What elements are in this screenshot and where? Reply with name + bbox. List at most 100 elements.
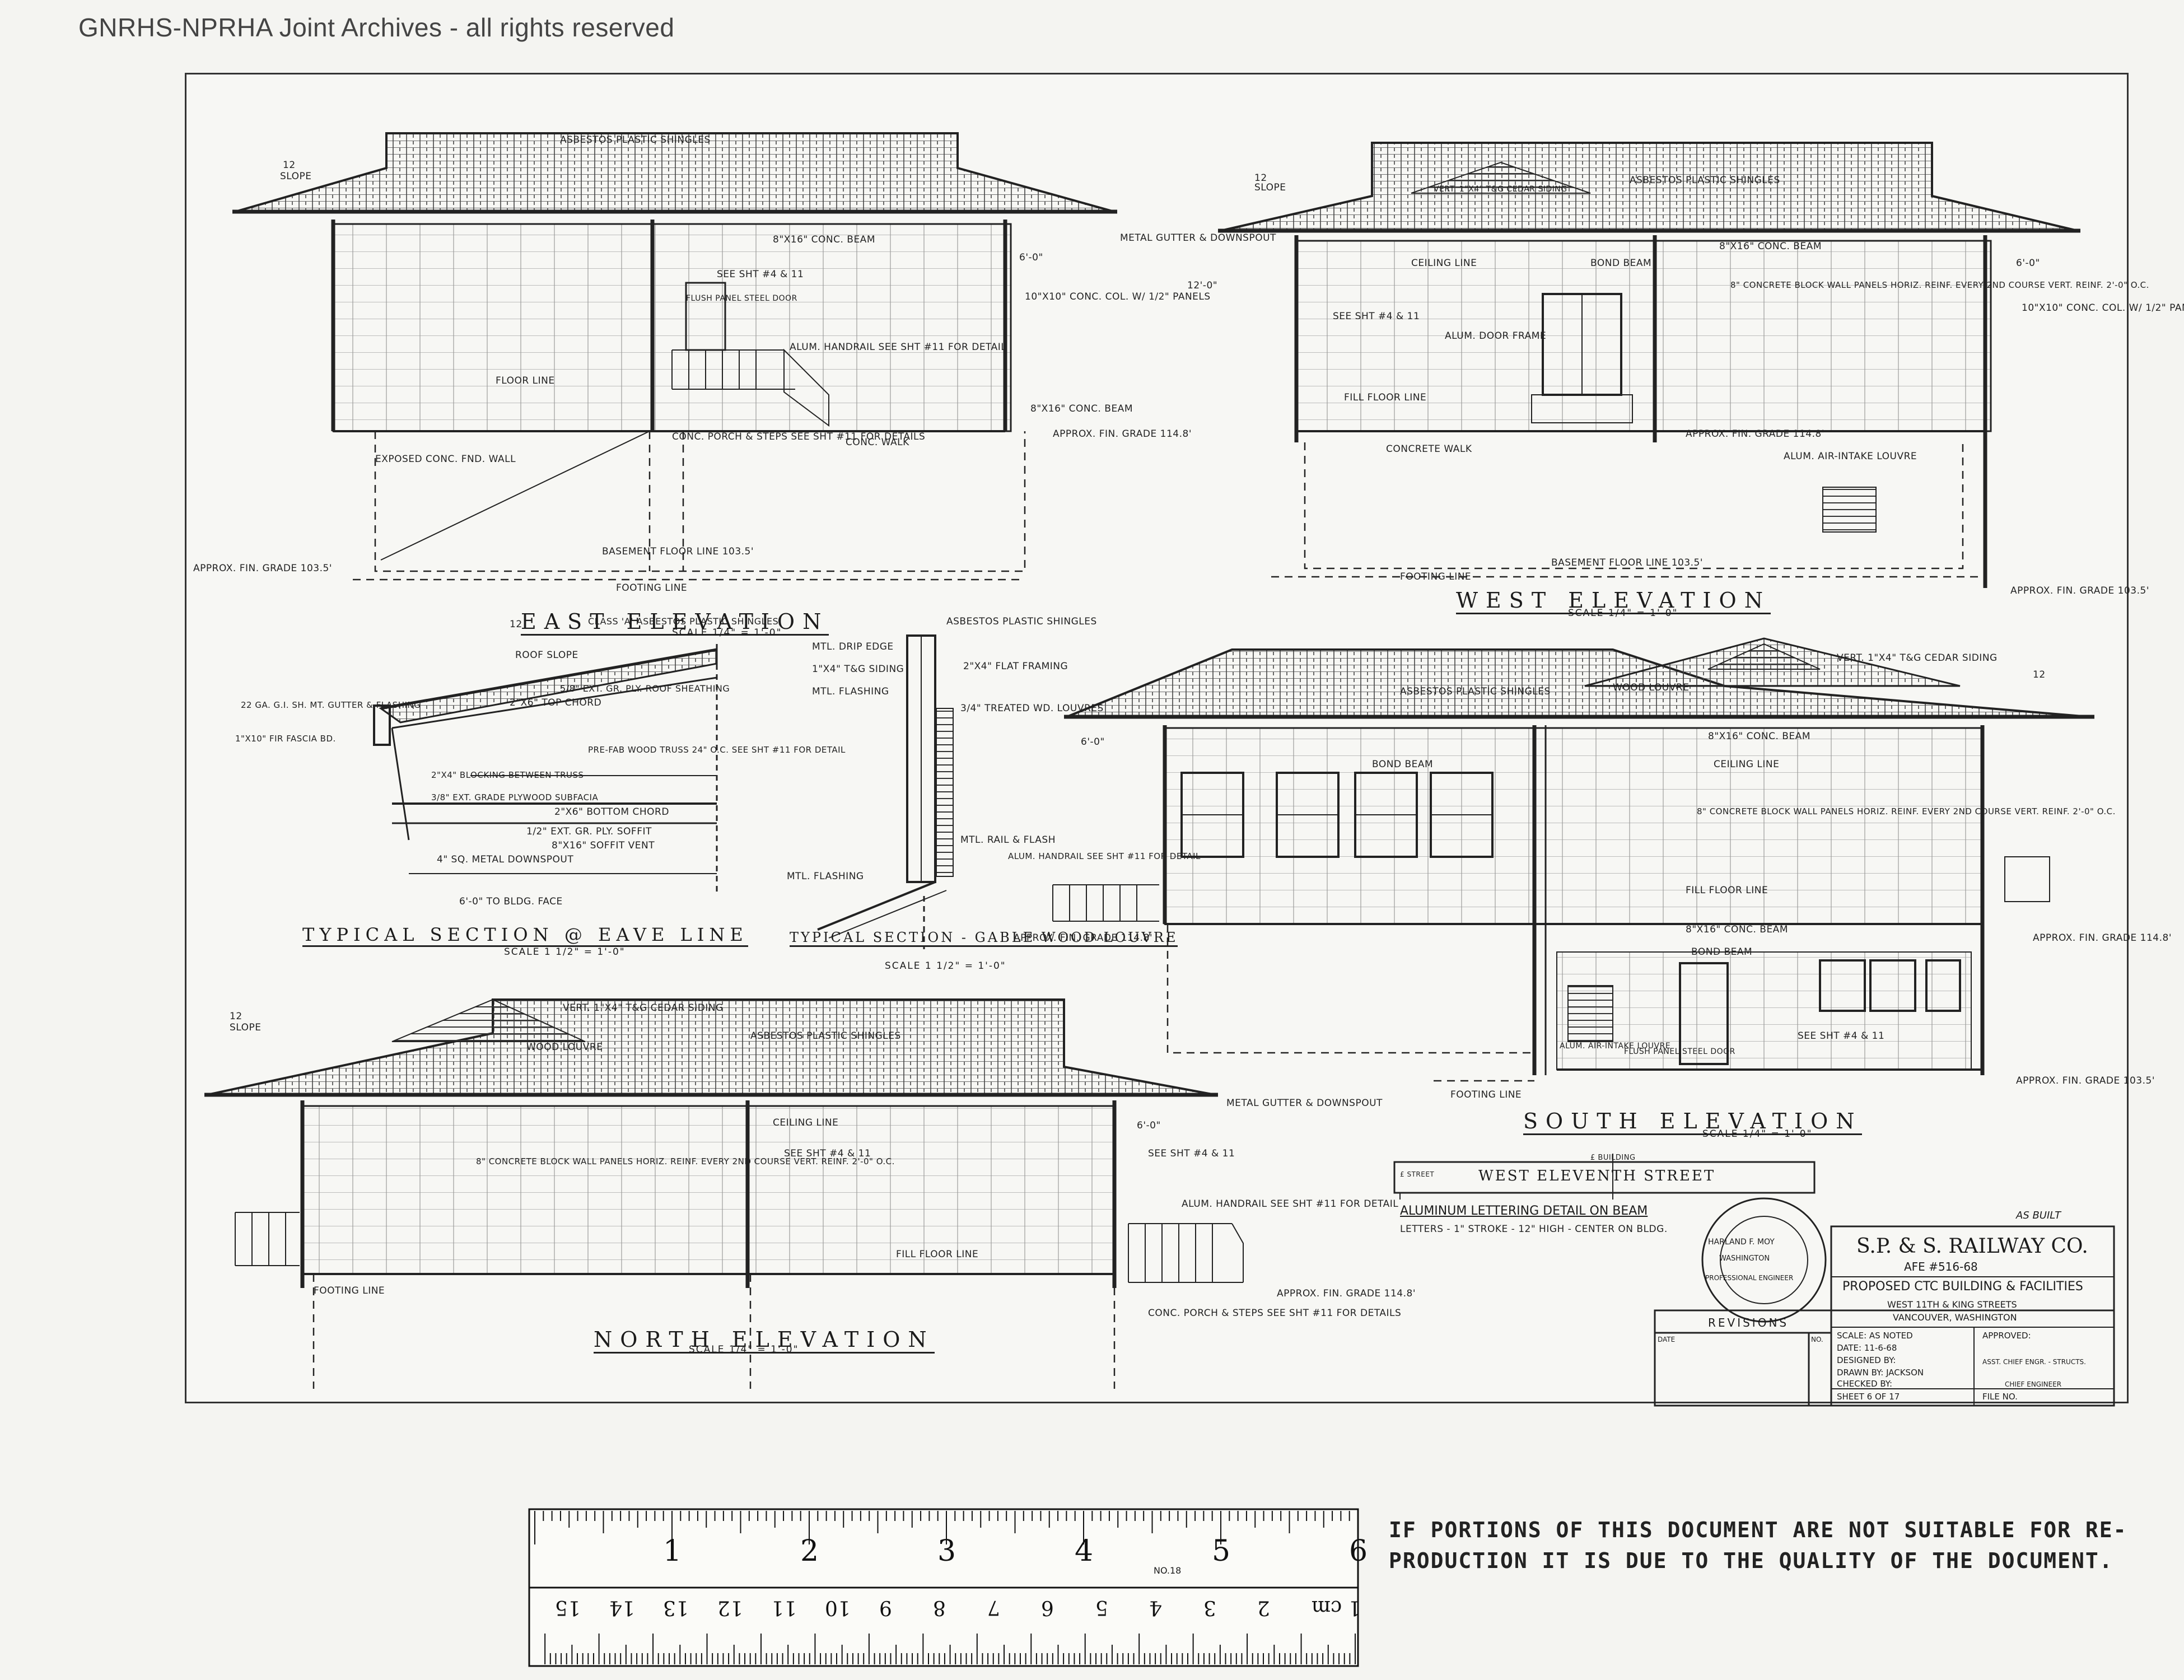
gable-siding: 1"x4" T&G siding xyxy=(812,664,904,675)
ruler-inch-label: 1 xyxy=(663,1534,682,1568)
eave-bottom-chord: 2"x6" bottom chord xyxy=(554,806,669,818)
east-elevation-drawing xyxy=(232,132,1117,581)
north-block: 8" concrete block wall panels horiz. rei… xyxy=(476,1156,895,1166)
north-shingles: Asbestos plastic shingles xyxy=(750,1030,901,1042)
north-see-sht2: See sht #4 & 11 xyxy=(784,1148,871,1159)
east-walk-note: Conc. walk xyxy=(846,437,909,448)
south-floor: Fill floor line xyxy=(1686,885,1768,896)
ruler-cm-label: 1 cm xyxy=(1311,1596,1361,1619)
eave-gutter: 22 ga. G.I. sh. mt. gutter & flashing xyxy=(241,700,421,710)
eave-truss: Pre-fab wood truss 24" O.C. see sht #11 … xyxy=(588,745,846,755)
east-slope: Slope xyxy=(280,171,312,182)
eave-sheathing: 5/8" ext. gr. ply. roof sheathing xyxy=(560,683,730,694)
east-beam-note: 8"x16" conc. beam xyxy=(773,234,875,245)
south-bond2: Bond beam xyxy=(1691,946,1753,958)
lettering-note: Letters - 1" stroke - 12" high - center … xyxy=(1400,1224,1668,1235)
title-block-frame xyxy=(1654,1197,2115,1407)
south-louvre: Wood louvre xyxy=(1613,682,1690,693)
tb-scale: Scale: As noted xyxy=(1837,1331,1913,1341)
ruler-cm-label: 11 xyxy=(771,1596,797,1619)
west-elevation-title: West Elevation xyxy=(1456,588,1771,614)
south-slope-num: 12 xyxy=(2033,669,2046,680)
south-elevation-drawing xyxy=(1052,637,2094,1082)
west-col-note: 10"x10" conc. col. w/ 1/2" panels xyxy=(2022,302,2184,314)
south-siding: Vert. 1"x4" T&G cedar siding xyxy=(1837,652,1998,664)
east-gutter-note: Metal gutter & downspout xyxy=(1120,232,1276,244)
south-ceiling: Ceiling line xyxy=(1714,759,1780,770)
south-footing: Footing line xyxy=(1450,1089,1522,1100)
west-grade-note: Approx. fin. grade 114.8' xyxy=(1686,428,1825,440)
east-floor-line: Floor line xyxy=(496,375,555,386)
eave-section-drawing xyxy=(373,644,718,896)
west-shingles-note: Asbestos plastic shingles xyxy=(1630,175,1780,186)
seal-type: Professional Engineer xyxy=(1705,1274,1794,1282)
east-grade-note: Approx. fin. grade 114.8' xyxy=(1053,428,1192,440)
west-door-note: Alum. door frame xyxy=(1445,330,1547,342)
street-label-lines xyxy=(1393,1154,1816,1200)
south-elevation-scale: Scale 1/4" = 1'-0" xyxy=(1702,1128,1813,1140)
tb-file: File No. xyxy=(1982,1392,2018,1402)
reproduction-notice-line2: PRODUCTION IT IS DUE TO THE QUALITY OF T… xyxy=(1389,1548,2113,1573)
west-louvre-note: Vert. 1"x4" T&G cedar siding xyxy=(1434,185,1567,194)
gable-section-title: Typical Section - Gable Wood Louvre xyxy=(790,930,1178,947)
east-basement-note: Basement floor line 103.5' xyxy=(602,546,754,557)
ruler-cm-label: 4 xyxy=(1149,1596,1163,1619)
west-ht12: 12'-0" xyxy=(1187,280,1218,291)
south-grade-r: Approx. fin. grade 114.8' xyxy=(2033,932,2172,944)
gable-framing: 2"x4" flat framing xyxy=(963,661,1068,672)
eave-to-bldg: 6'-0" to bldg. face xyxy=(459,896,563,907)
gable-rail: Mtl. rail & flash xyxy=(960,834,1056,846)
ruler-cm-label: 9 xyxy=(879,1596,892,1619)
west-see-sht: See sht #4 & 11 xyxy=(1333,311,1420,322)
west-bond-beam: Bond beam xyxy=(1590,258,1652,269)
ruler-inch-label: 6 xyxy=(1349,1534,1368,1568)
east-elevation-title: East Elevation xyxy=(521,609,829,636)
south-beam2: 8"x16" conc. beam xyxy=(1686,924,1788,935)
eave-top-chord: 2"x6" top chord xyxy=(510,697,602,708)
ruler-cm-label: 15 xyxy=(555,1596,581,1619)
ruler-cm-label: 13 xyxy=(663,1596,689,1619)
south-shingles: Asbestos plastic shingles xyxy=(1400,686,1551,697)
north-ceiling: Ceiling line xyxy=(773,1117,839,1128)
east-slope-num: 12 xyxy=(283,160,296,171)
tb-approved: Approved: xyxy=(1982,1331,2031,1341)
lettering-title: Aluminum Lettering Detail on Beam xyxy=(1400,1204,1648,1218)
ruler-inch-label: 5 xyxy=(1212,1534,1231,1568)
north-porch: Conc. porch & steps see sht #11 for deta… xyxy=(1148,1308,1402,1319)
east-elevation-scale: Scale 1/4" = 1'-0" xyxy=(672,627,782,638)
east-footing-note: Footing line xyxy=(616,582,688,594)
west-beam-note: 8"x16" conc. beam xyxy=(1719,241,1822,252)
west-fill-floor: Fill floor line xyxy=(1344,392,1427,403)
seal-name: Harland F. Moy xyxy=(1708,1238,1775,1247)
tb-sheet: Sheet 6 of 17 xyxy=(1837,1392,1900,1402)
south-ht: 6'-0" xyxy=(1081,736,1105,748)
east-see-sht: See sht #4 & 11 xyxy=(717,269,804,280)
seal-state: Washington xyxy=(1719,1254,1770,1263)
west-grade-low: Approx. fin. grade 103.5' xyxy=(2010,585,2150,596)
ruler-cm-label: 5 xyxy=(1095,1596,1108,1619)
west-ht: 6'-0" xyxy=(2016,258,2040,269)
ruler-cm-label: 2 xyxy=(1257,1596,1270,1619)
ruler-inch-label: 3 xyxy=(937,1534,956,1568)
south-beam: 8"x16" conc. beam xyxy=(1708,731,1810,742)
west-elevation-drawing xyxy=(1218,142,2080,588)
gable-section-drawing xyxy=(817,634,954,949)
gable-louvres: 3/4" treated wd. louvres xyxy=(960,703,1104,714)
ruler-inch-label: 2 xyxy=(800,1534,819,1568)
ruler-cm-label: 6 xyxy=(1041,1596,1054,1619)
south-handrail: Alum. handrail see sht #11 for detail xyxy=(1008,851,1201,861)
project-location: West 11th & King Streets xyxy=(1887,1299,2017,1310)
east-fnd-note: Exposed conc. fnd. wall xyxy=(375,454,516,465)
west-basement-note: Basement floor line 103.5' xyxy=(1551,557,1704,568)
north-siding: Vert. 1"x4" T&G cedar siding xyxy=(563,1002,724,1014)
north-elevation-scale: Scale 1/4" = 1'-0" xyxy=(689,1344,799,1355)
south-door: Flush panel steel door xyxy=(1624,1047,1735,1056)
tb-checked: Checked by: xyxy=(1837,1379,1893,1389)
east-shingles-note: Asbestos plastic shingles xyxy=(560,134,711,146)
revisions-no-col: No. xyxy=(1811,1336,1823,1343)
east-ht: 6'-0" xyxy=(1019,252,1043,263)
north-see-sht: See sht #4 & 11 xyxy=(1148,1148,1235,1159)
eave-section-scale: Scale 1 1/2" = 1'-0" xyxy=(504,946,626,958)
east-handrail-note: Alum. handrail see sht #11 for detail xyxy=(790,342,1007,353)
